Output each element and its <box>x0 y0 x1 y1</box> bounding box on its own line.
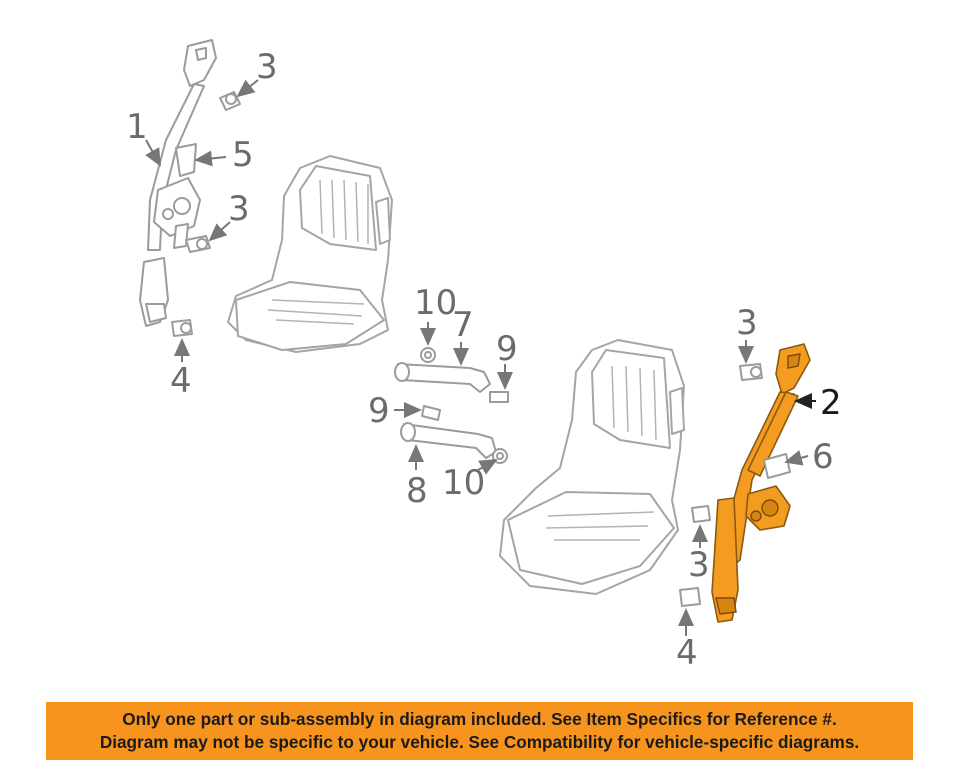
callout-3-upper-right: 3 <box>736 303 758 343</box>
bolt-9-upper <box>489 391 509 403</box>
callout-3-upper-left: 3 <box>256 47 278 87</box>
nut-10-upper <box>420 347 436 363</box>
parts-diagram: 1 5 3 3 4 10 7 9 9 8 10 3 2 6 3 4 <box>126 39 842 673</box>
left-seat <box>227 155 393 353</box>
height-adjuster-7 <box>394 362 491 393</box>
callout-4-left: 4 <box>170 361 192 401</box>
callout-3-mid-left: 3 <box>228 189 250 229</box>
callout-1: 1 <box>126 107 148 147</box>
bolt-3-upper-right <box>739 363 763 381</box>
callout-7: 7 <box>452 305 474 345</box>
right-seat-belt-assembly-highlighted <box>711 343 811 623</box>
callout-5: 5 <box>232 135 254 175</box>
right-seat <box>499 339 685 595</box>
leader-lines <box>145 79 816 636</box>
callout-3-lower-right: 3 <box>688 545 710 585</box>
disclaimer-line-1: Only one part or sub-assembly in diagram… <box>122 709 837 729</box>
callout-8: 8 <box>406 471 428 511</box>
callout-9-upper: 9 <box>496 329 518 369</box>
callout-4-right: 4 <box>676 633 698 673</box>
callout-10-lower: 10 <box>442 463 485 503</box>
callout-10-upper: 10 <box>414 283 457 323</box>
callout-2: 2 <box>820 383 842 423</box>
disclaimer-banner: Only one part or sub-assembly in diagram… <box>46 702 913 760</box>
bolt-3-mid-left <box>185 235 211 253</box>
callout-6: 6 <box>812 437 834 477</box>
callout-9-lower: 9 <box>368 391 390 431</box>
disclaimer-line-2: Diagram may not be specific to your vehi… <box>99 732 860 752</box>
bolt-3-upper-left <box>219 91 241 111</box>
bolt-3-lower-right <box>691 505 711 523</box>
height-adjuster-8 <box>400 422 497 459</box>
bolt-4-left <box>171 319 193 337</box>
bolt-4-right <box>679 587 701 607</box>
bolt-9-lower <box>421 405 441 421</box>
left-seat-belt-assembly <box>139 39 217 327</box>
